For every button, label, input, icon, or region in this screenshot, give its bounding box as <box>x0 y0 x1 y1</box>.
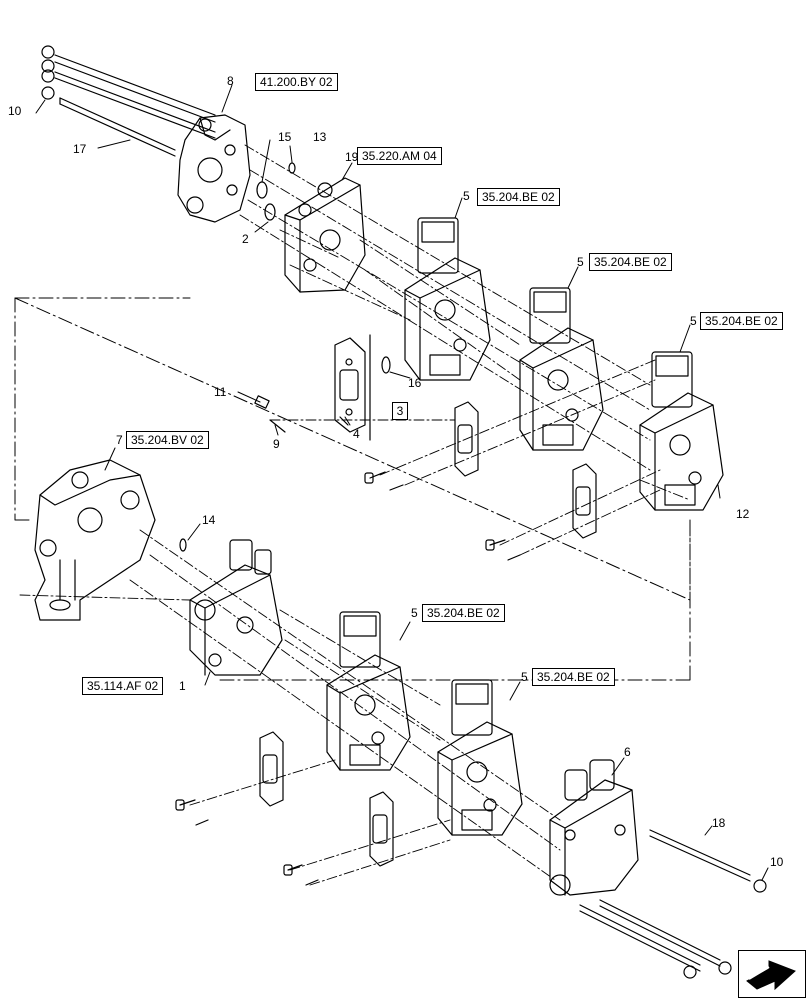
callout-9: 9 <box>273 437 280 451</box>
ref-link-35-204-bv-02[interactable]: 35.204.BV 02 <box>126 431 209 449</box>
ref-link-35-204-be-02-lower-2[interactable]: 35.204.BE 02 <box>532 668 615 686</box>
callout-4: 4 <box>353 427 360 441</box>
callout-12: 12 <box>736 507 750 521</box>
callout-5-upper-3: 5 <box>690 314 697 328</box>
callout-19: 19 <box>345 150 359 164</box>
kit-number-box-3: 3 <box>392 402 408 420</box>
part-8-end-cover <box>177 114 251 223</box>
part-5-working-section-lower-1 <box>326 611 411 771</box>
callout-6: 6 <box>624 745 631 759</box>
callout-13: 13 <box>313 130 327 144</box>
tie-rods-top <box>41 45 216 157</box>
part-7-inlet-cover <box>34 459 156 621</box>
kit-3-solenoid-plate <box>254 334 391 441</box>
callout-15: 15 <box>278 130 292 144</box>
part-5-working-section-lower-2 <box>437 679 523 836</box>
ref-link-35-204-be-02-upper-1[interactable]: 35.204.BE 02 <box>477 188 560 206</box>
part-6-outlet-section <box>549 759 639 896</box>
callout-11: 11 <box>214 385 227 399</box>
callout-5-upper-2: 5 <box>577 255 584 269</box>
ref-link-35-204-be-02-upper-2[interactable]: 35.204.BE 02 <box>589 253 672 271</box>
group-outline-dashdot <box>14 297 691 681</box>
part-5-working-section-upper-3 <box>639 351 724 511</box>
next-page-arrow-icon[interactable] <box>738 950 806 998</box>
callout-8: 8 <box>227 74 234 88</box>
seal-13 <box>288 162 296 174</box>
arrow-glyph <box>746 960 796 991</box>
ref-link-35-114-af-02[interactable]: 35.114.AF 02 <box>82 677 164 695</box>
callout-16: 16 <box>408 376 422 390</box>
callout-1: 1 <box>179 679 186 693</box>
tie-rods-bottom <box>579 829 767 979</box>
callout-10-bottom: 10 <box>770 855 784 869</box>
part-5-working-section-upper-2 <box>519 287 604 451</box>
seal-14 <box>179 538 187 552</box>
part-5-working-section-upper-1 <box>404 217 491 381</box>
callout-10-top: 10 <box>8 104 22 118</box>
ref-link-35-220-am-04[interactable]: 35.220.AM 04 <box>357 147 442 165</box>
seal-15 <box>256 181 268 199</box>
side-plates <box>259 401 597 867</box>
seal-2 <box>264 203 276 221</box>
callout-18: 18 <box>712 816 726 830</box>
callout-5-upper-1: 5 <box>463 189 470 203</box>
part-19-inlet-section <box>284 177 366 293</box>
small-bolts <box>175 471 521 886</box>
callout-2: 2 <box>242 232 249 246</box>
callout-5-lower-1: 5 <box>411 606 418 620</box>
part-1-section <box>189 539 283 676</box>
callout-7: 7 <box>116 433 123 447</box>
ref-link-35-204-be-02-upper-3[interactable]: 35.204.BE 02 <box>700 312 783 330</box>
callout-14: 14 <box>202 513 216 527</box>
callout-17: 17 <box>73 142 87 156</box>
callout-5-lower-2: 5 <box>521 670 528 684</box>
ref-link-35-204-be-02-lower-1[interactable]: 35.204.BE 02 <box>422 604 505 622</box>
ref-link-41-200-by-02[interactable]: 41.200.BY 02 <box>255 73 338 91</box>
